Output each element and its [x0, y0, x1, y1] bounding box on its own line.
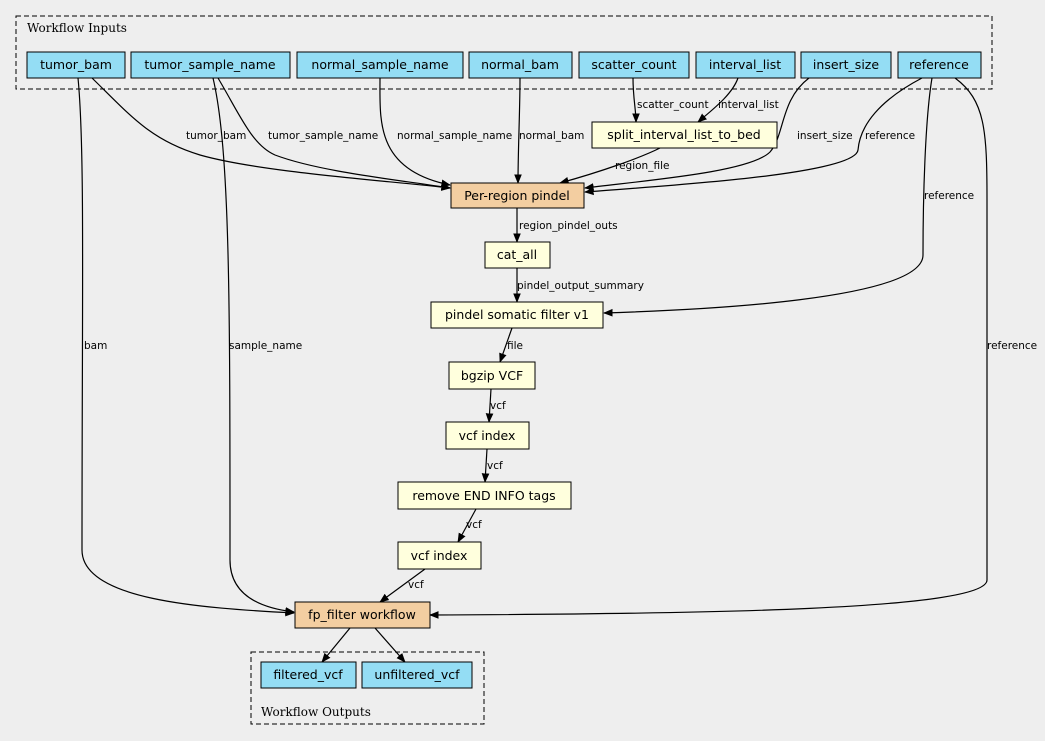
workflow-inputs-cluster: Workflow Inputs: [15, 15, 993, 90]
workflow-outputs-title: Workflow Outputs: [261, 705, 371, 719]
edge-label-normal-sample-name: normal_sample_name: [397, 130, 512, 142]
edge-insert-size: [584, 77, 810, 191]
edge-label-pindel-output-summary: pindel_output_summary: [517, 280, 644, 292]
svg-text:remove END INFO tags: remove END INFO tags: [412, 488, 555, 503]
node-reference[interactable]: reference: [897, 51, 982, 79]
node-pindel-somatic-filter[interactable]: pindel somatic filter v1: [430, 301, 604, 329]
node-filtered-vcf[interactable]: filtered_vcf: [260, 661, 357, 689]
edge-sample-name: [212, 77, 295, 615]
output-nodes: filtered_vcf unfiltered_vcf: [260, 661, 473, 689]
edge-filtered-vcf: [321, 627, 351, 663]
svg-text:bgzip VCF: bgzip VCF: [461, 368, 523, 383]
edge-label-scatter-count: scatter_count: [637, 99, 709, 111]
edge-reference-pindel: [584, 77, 923, 196]
svg-text:tumor_sample_name: tumor_sample_name: [144, 57, 275, 72]
edge-label-vcf-4: vcf: [408, 579, 424, 591]
edge-label-normal-bam: normal_bam: [519, 130, 584, 142]
edge-labels: scatter_count interval_list tumor_bam tu…: [84, 99, 1037, 591]
edge-label-tumor-sample-name: tumor_sample_name: [268, 130, 378, 142]
edge-label-interval-list: interval_list: [718, 99, 779, 111]
node-bgzip-vcf[interactable]: bgzip VCF: [448, 361, 536, 390]
edge-label-tumor-bam: tumor_bam: [186, 130, 246, 142]
svg-text:unfiltered_vcf: unfiltered_vcf: [374, 667, 460, 682]
node-remove-end-info-tags[interactable]: remove END INFO tags: [397, 481, 572, 510]
node-vcf-index-2[interactable]: vcf index: [397, 541, 482, 570]
svg-text:tumor_bam: tumor_bam: [40, 57, 112, 72]
svg-text:split_interval_list_to_bed: split_interval_list_to_bed: [607, 127, 760, 142]
edge-label-sample-name: sample_name: [229, 340, 302, 352]
edges: [77, 77, 988, 663]
svg-text:pindel somatic filter v1: pindel somatic filter v1: [445, 307, 589, 322]
edge-vcf-4: [379, 568, 426, 603]
node-normal-bam[interactable]: normal_bam: [468, 51, 573, 79]
node-normal-sample-name[interactable]: normal_sample_name: [296, 51, 464, 79]
edge-reference-fp: [429, 77, 988, 619]
edge-vcf-3: [457, 508, 477, 543]
edge-file: [499, 327, 513, 363]
edge-tumor-sample-name: [217, 77, 451, 191]
svg-text:Per-region pindel: Per-region pindel: [464, 188, 570, 203]
node-fp-filter-workflow[interactable]: fp_filter workflow: [294, 601, 431, 629]
edge-normal-sample-name: [379, 77, 451, 188]
svg-text:fp_filter workflow: fp_filter workflow: [308, 607, 416, 622]
svg-text:cat_all: cat_all: [497, 247, 537, 262]
edge-label-reference-pindel: reference: [865, 130, 915, 142]
svg-text:scatter_count: scatter_count: [591, 57, 676, 72]
edge-label-vcf-3: vcf: [466, 519, 482, 531]
node-tumor-bam[interactable]: tumor_bam: [26, 51, 126, 79]
edge-label-insert-size: insert_size: [797, 130, 853, 142]
node-tumor-sample-name[interactable]: tumor_sample_name: [130, 51, 291, 79]
node-interval-list[interactable]: interval_list: [695, 51, 796, 79]
edge-label-file: file: [507, 340, 523, 352]
edge-region-file: [559, 147, 661, 185]
edge-scatter-count: [632, 77, 640, 123]
workflow-outputs-cluster: Workflow Outputs: [250, 651, 485, 725]
svg-text:normal_bam: normal_bam: [481, 57, 559, 72]
edge-vcf-1: [485, 388, 494, 423]
edge-label-vcf-1: vcf: [490, 400, 506, 412]
edge-label-reference-fp: reference: [987, 340, 1037, 352]
workflow-inputs-title: Workflow Inputs: [27, 21, 127, 35]
edge-label-vcf-2: vcf: [487, 460, 503, 472]
input-nodes: tumor_bam tumor_sample_name normal_sampl…: [26, 51, 982, 79]
svg-text:insert_size: insert_size: [813, 57, 879, 72]
svg-text:vcf index: vcf index: [459, 428, 516, 443]
edge-vcf-2: [481, 448, 490, 483]
edge-reference-filter: [603, 77, 933, 317]
node-vcf-index-1[interactable]: vcf index: [445, 421, 530, 450]
edge-normal-bam: [514, 77, 522, 184]
step-nodes: split_interval_list_to_bed Per-region pi…: [294, 121, 778, 629]
edge-interval-list: [697, 77, 739, 123]
node-insert-size[interactable]: insert_size: [800, 51, 892, 79]
svg-text:vcf index: vcf index: [411, 548, 468, 563]
node-cat-all[interactable]: cat_all: [484, 241, 551, 269]
edge-tumor-bam: [91, 77, 451, 191]
svg-text:reference: reference: [909, 57, 969, 72]
svg-text:interval_list: interval_list: [709, 57, 781, 72]
edge-unfiltered-vcf: [374, 627, 406, 663]
node-unfiltered-vcf[interactable]: unfiltered_vcf: [361, 661, 473, 689]
edge-bam: [77, 77, 295, 617]
edge-label-bam: bam: [84, 340, 107, 352]
svg-text:normal_sample_name: normal_sample_name: [311, 57, 449, 72]
node-scatter-count[interactable]: scatter_count: [578, 51, 690, 79]
svg-text:filtered_vcf: filtered_vcf: [273, 667, 343, 682]
edge-label-region-pindel-outs: region_pindel_outs: [519, 220, 618, 232]
edge-label-reference-filter: reference: [924, 190, 974, 202]
edge-label-region-file: region_file: [615, 160, 669, 172]
node-per-region-pindel[interactable]: Per-region pindel: [450, 182, 585, 209]
node-split-interval-list-to-bed[interactable]: split_interval_list_to_bed: [591, 121, 778, 149]
